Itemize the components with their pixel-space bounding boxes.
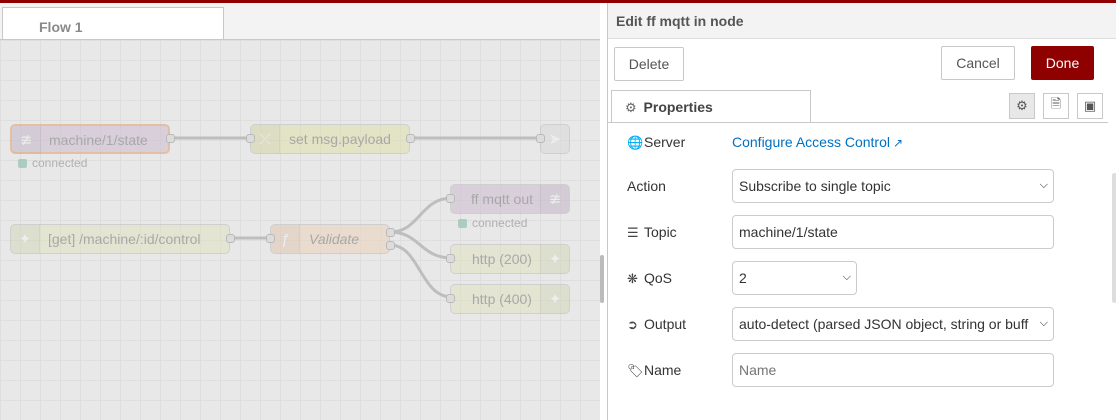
cancel-button[interactable]: Cancel	[941, 46, 1015, 80]
label-text: QoS	[644, 270, 673, 286]
label-text: Output	[644, 316, 687, 332]
tray-scrollbar[interactable]	[1112, 173, 1116, 303]
action-select[interactable]: Subscribe to single topic ⌵	[732, 169, 1054, 203]
node-function[interactable]: ƒ Validate	[270, 224, 390, 254]
flow-tabs-bar: Flow 1	[0, 3, 600, 40]
node-http-200[interactable]: http (200) ✦	[450, 244, 570, 274]
external-link-icon: ↗	[892, 136, 904, 150]
edit-tray: Edit ff mqtt in node Delete Cancel Done …	[607, 3, 1116, 420]
node-label: http (200)	[472, 251, 532, 267]
node-mqtt-in[interactable]: ≇ machine/1/state	[10, 124, 170, 154]
list-icon: ☰	[627, 225, 639, 240]
node-http-400[interactable]: http (400) ✦	[450, 284, 570, 314]
output-port[interactable]	[166, 134, 175, 143]
output-port[interactable]	[406, 134, 415, 143]
chevron-down-icon: ⌵	[1039, 179, 1048, 191]
select-value: Subscribe to single topic	[739, 178, 891, 194]
appearance-tab-icon[interactable]: ▣	[1077, 93, 1103, 119]
input-value: machine/1/state	[739, 224, 838, 240]
wire	[389, 196, 453, 234]
output-port[interactable]	[386, 241, 395, 250]
action-label: Action	[627, 178, 666, 194]
node-output[interactable]: ➤	[540, 124, 570, 154]
status-text: connected	[32, 156, 88, 170]
description-tab-icon[interactable]: 🗎	[1043, 93, 1069, 119]
node-label: set msg.payload	[289, 131, 391, 147]
qos-select[interactable]: 2 ⌵	[732, 261, 857, 295]
gear-icon: ⚙	[625, 100, 637, 115]
sign-out-icon: ➲	[627, 317, 638, 332]
node-label: [get] /machine/:id/control	[48, 231, 201, 247]
tag-icon: 🏷	[627, 363, 644, 378]
globe-icon: ✦	[11, 225, 40, 253]
globe-icon: ✦	[540, 245, 569, 273]
tab-label: Properties	[643, 99, 713, 115]
input-port[interactable]	[446, 194, 455, 203]
node-mqtt-out[interactable]: ff mqtt out ≇	[450, 184, 570, 214]
input-port[interactable]	[246, 134, 255, 143]
qos-label: ❋ QoS	[627, 270, 672, 287]
settings-tab-icon[interactable]: ⚙	[1009, 93, 1035, 119]
tab-divider	[608, 122, 1108, 123]
function-icon: ƒ	[271, 225, 300, 253]
bridge-icon: ≇	[12, 126, 41, 154]
delete-button[interactable]: Delete	[614, 47, 684, 81]
status-text: connected	[472, 216, 528, 230]
top-accent-bar	[0, 0, 1116, 3]
status-dot-icon	[458, 218, 467, 228]
node-http-in[interactable]: ✦ [get] /machine/:id/control	[10, 224, 230, 254]
name-label: 🏷Name	[627, 362, 681, 379]
output-port[interactable]	[226, 234, 235, 243]
link-text: Configure Access Control	[732, 134, 890, 150]
done-button[interactable]: Done	[1031, 46, 1094, 80]
tab-flow-1[interactable]: Flow 1	[2, 7, 224, 39]
node-change[interactable]: ⤫ set msg.payload	[250, 124, 410, 154]
node-label: ff mqtt out	[471, 191, 533, 207]
label-text: Topic	[644, 224, 677, 240]
topic-input[interactable]: machine/1/state	[732, 215, 1054, 249]
shuffle-icon: ⤫	[251, 125, 280, 153]
canvas-dim-overlay	[0, 40, 600, 420]
configure-access-control-link[interactable]: Configure Access Control↗	[732, 134, 903, 150]
status-dot-icon	[18, 158, 27, 168]
star-circle-icon: ❋	[627, 271, 638, 286]
topic-label: ☰ Topic	[627, 224, 677, 241]
select-value: auto-detect (parsed JSON object, string …	[739, 316, 1029, 332]
label-text: Name	[644, 362, 682, 378]
label-text: Action	[627, 178, 666, 194]
arrow-out-icon: ➤	[548, 131, 562, 148]
globe-icon: 🌐	[627, 135, 644, 150]
input-port[interactable]	[446, 294, 455, 303]
tab-properties[interactable]: ⚙ Properties	[611, 90, 811, 123]
flow-workspace[interactable]: Flow 1 ≇ machine/1/state connected ⤫ set…	[0, 3, 600, 420]
node-label: Validate	[309, 231, 360, 247]
input-port[interactable]	[266, 234, 275, 243]
bridge-icon: ≇	[540, 185, 569, 213]
name-input[interactable]	[732, 353, 1054, 387]
tray-title: Edit ff mqtt in node	[608, 3, 1116, 39]
chevron-down-icon: ⌵	[1037, 317, 1048, 330]
panel-resize-handle[interactable]	[600, 255, 604, 303]
wires	[170, 136, 540, 299]
node-status: connected	[18, 156, 87, 170]
input-port[interactable]	[536, 134, 545, 143]
output-select[interactable]: auto-detect (parsed JSON object, string …	[732, 307, 1054, 341]
server-label: 🌐Server	[627, 134, 685, 151]
globe-icon: ✦	[540, 285, 569, 313]
wire	[389, 243, 453, 299]
output-label: ➲ Output	[627, 316, 686, 333]
label-text: Server	[644, 134, 686, 150]
wire	[389, 230, 453, 260]
input-port[interactable]	[446, 254, 455, 263]
node-label: http (400)	[472, 291, 532, 307]
node-label: machine/1/state	[49, 132, 148, 148]
chevron-down-icon: ⌵	[842, 271, 851, 283]
select-value: 2	[739, 270, 747, 286]
output-port[interactable]	[386, 228, 395, 237]
node-status: connected	[458, 216, 527, 230]
